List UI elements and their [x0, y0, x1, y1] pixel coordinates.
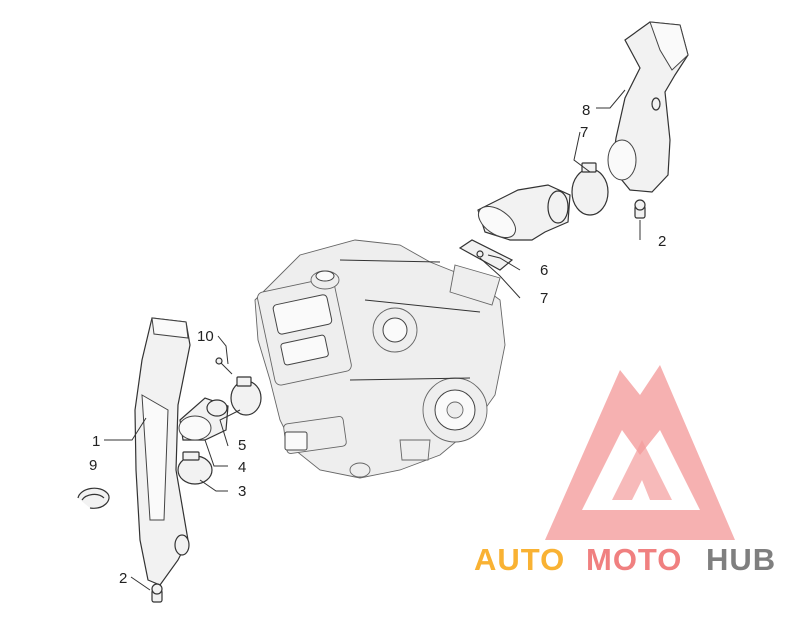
callout-9: 9 — [89, 457, 97, 474]
watermark-text-hub: HUB — [706, 542, 776, 577]
callout-10: 10 — [197, 328, 214, 345]
logo-inner-g — [612, 440, 672, 500]
elbow-duct-6 — [477, 184, 571, 241]
flange-plate-7-lower — [458, 239, 514, 271]
callout-1: 1 — [92, 433, 100, 450]
callout-7-lower: 7 — [540, 290, 548, 307]
hose-clamp-7-upper — [571, 162, 609, 216]
callout-2-top: 2 — [658, 233, 666, 250]
screw-part-10 — [215, 357, 233, 375]
intake-duct-left — [134, 317, 191, 586]
push-rivet-bottom — [151, 583, 163, 603]
watermark-text-auto: AUTO — [474, 542, 565, 577]
hose-clamp-3 — [177, 451, 213, 485]
callout-6: 6 — [540, 262, 548, 279]
push-rivet-top — [634, 199, 646, 219]
hose-clamp-5 — [230, 376, 262, 416]
leader-lines — [104, 89, 641, 591]
callout-7-upper: 7 — [580, 124, 588, 141]
clip-part-9 — [77, 487, 110, 509]
callout-2-bottom: 2 — [119, 570, 127, 587]
watermark-logo — [545, 365, 735, 540]
intake-duct-upper — [607, 21, 689, 193]
callout-5: 5 — [238, 437, 246, 454]
callout-3: 3 — [238, 483, 246, 500]
intake-boot-4 — [178, 397, 229, 441]
callout-8: 8 — [582, 102, 590, 119]
engine-assembly — [254, 239, 506, 479]
watermark-text-moto: MOTO — [586, 542, 682, 577]
callout-4: 4 — [238, 459, 246, 476]
